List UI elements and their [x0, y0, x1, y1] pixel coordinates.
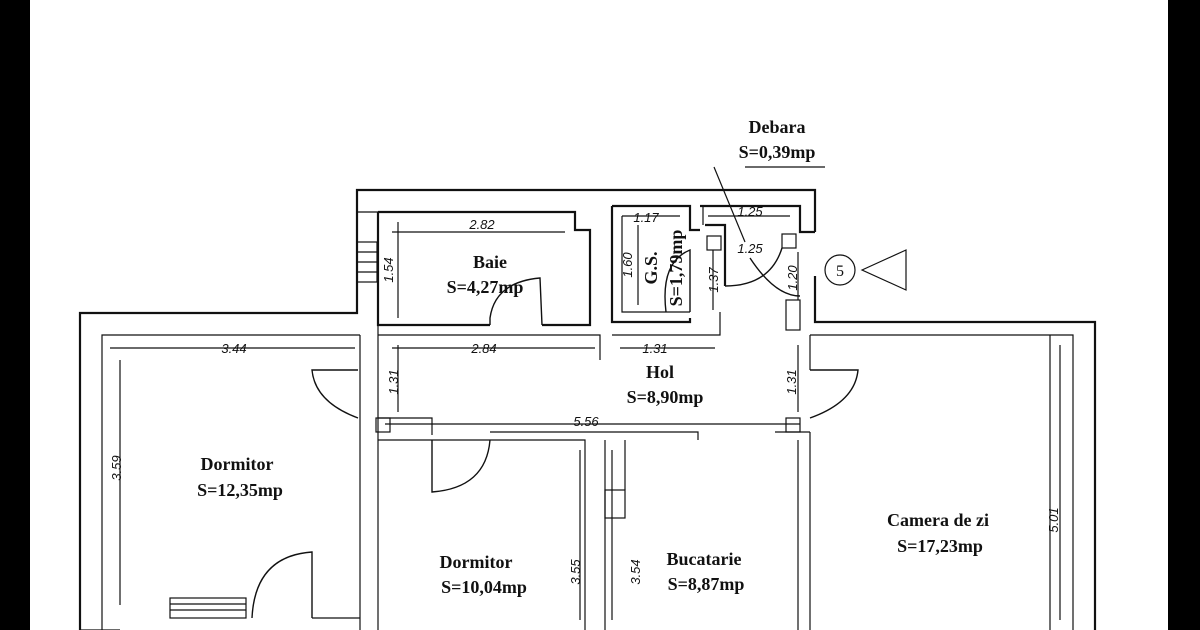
dormitor2-area: S=10,04mp	[441, 577, 527, 597]
baie-area: S=4,27mp	[447, 277, 524, 297]
entrance-arrow-icon	[860, 249, 907, 291]
dim-dorm2-height: 3.55	[568, 559, 583, 585]
hol-name: Hol	[646, 362, 674, 382]
debara-area: S=0,39mp	[739, 142, 816, 162]
dim-hol-segment1: 2.84	[470, 341, 496, 356]
window-baie	[356, 241, 378, 283]
dim-baie-width: 2.82	[468, 217, 495, 232]
dim-debara-width: 1.25	[737, 204, 763, 219]
dimension-lines	[110, 215, 1061, 620]
baie-name: Baie	[473, 252, 507, 272]
entry-door	[749, 257, 801, 331]
dim-baie-height: 1.54	[381, 257, 396, 282]
debara-name: Debara	[749, 117, 806, 137]
dormitor1-name: Dormitor	[201, 454, 274, 474]
dormitor2-room	[378, 439, 586, 630]
hol-area: S=8,90mp	[627, 387, 704, 407]
gs-name: G.S.	[641, 251, 661, 284]
dim-hol-length: 5.56	[573, 414, 599, 429]
dormitor1-room	[80, 335, 361, 630]
bucatarie-area: S=8,87mp	[668, 574, 745, 594]
gs-area: S=1,79mp	[666, 230, 686, 307]
camera-name: Camera de zi	[887, 510, 989, 530]
dim-bucatarie-height: 3.54	[628, 559, 643, 584]
dim-hol-right: 1.31	[784, 369, 799, 394]
dim-hol-left: 1.31	[386, 369, 401, 394]
baie-room	[376, 210, 592, 327]
bucatarie-room	[604, 440, 799, 630]
debara-room	[700, 166, 825, 287]
dim-hol-segment2: 1.31	[642, 341, 667, 356]
room-labels: Debara S=0,39mp Baie S=4,27mp G.S. S=1,7…	[197, 117, 989, 597]
dormitor2-name: Dormitor	[440, 552, 513, 572]
gs-room	[610, 204, 700, 324]
dim-camera-height: 5.01	[1046, 507, 1061, 532]
camera-area: S=17,23mp	[897, 536, 983, 556]
dimension-labels: 2.82 1.54 1.17 1.60 1.37 1.25 1.25 1.20 …	[109, 204, 1061, 585]
dim-debara-depth: 1.25	[737, 241, 763, 256]
hol-room	[311, 312, 859, 440]
camera-de-zi-room	[809, 335, 1051, 630]
entrance-marker: 5	[824, 249, 907, 291]
dim-dorm1-width: 3.44	[221, 341, 246, 356]
dormitor1-area: S=12,35mp	[197, 480, 283, 500]
dim-dorm1-height: 3.59	[109, 455, 124, 480]
dim-entry-height: 1.20	[785, 265, 800, 291]
dim-gs-side: 1.37	[706, 267, 721, 293]
entrance-marker-number: 5	[836, 263, 844, 280]
outer-walls	[78, 188, 1097, 630]
dim-gs-height: 1.60	[620, 252, 635, 278]
dim-gs-width: 1.17	[633, 210, 659, 225]
bucatarie-name: Bucatarie	[667, 549, 742, 569]
